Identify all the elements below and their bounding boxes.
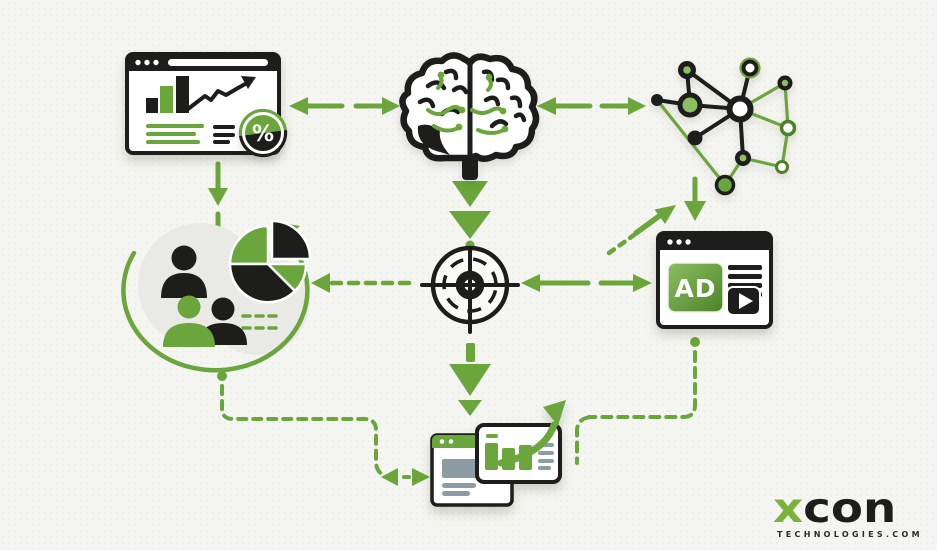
brand-wordmark: xcon [773,488,937,529]
network-nodes [651,57,797,196]
arrow-target-ad [521,274,652,292]
brain-folds [417,68,527,129]
bar-chart-icon [146,76,189,113]
ad-tile: AD [667,262,724,313]
text-lines [146,124,235,144]
person-icon-green [163,295,215,347]
report-front-card [475,423,562,484]
window-header [658,233,771,250]
person-icon-dark-back [161,245,207,298]
path-audience-report [217,371,430,486]
growth-swoosh-arrow [497,400,566,467]
brain-stem [462,155,478,180]
pie-chart-icon [228,219,312,304]
brain-shade [417,124,450,155]
network-graph-icon [651,57,797,196]
arrow-ad-network-diagonal [606,205,676,256]
percent-badge: % [238,108,288,158]
arrow-target-report [449,343,491,416]
percent-text: % [252,122,274,147]
ad-label: AD [674,274,716,303]
performance-report-icon [430,400,566,507]
targeting-crosshair-icon [420,245,520,334]
arrow-network-ad [684,176,706,221]
ad-campaign-icon: AD [656,231,773,329]
arrow-brain-network [537,97,646,115]
analytics-dashboard-icon [125,52,281,155]
path-ad-report [575,337,700,465]
brain-circuits [426,71,509,135]
brand-rest: con [803,484,897,532]
arrow-target-audience [311,273,417,293]
brand-tagline: TECHNOLOGIES.COM [777,530,923,539]
arrow-analytics-brain [289,97,400,115]
brand-logo: xcon TECHNOLOGIES.COM [773,488,923,540]
segment-dashes [241,314,283,330]
brand-x: x [773,484,804,532]
play-button-icon [726,286,761,316]
ai-brain-icon [399,52,540,180]
audience-segmentation-icon [121,219,312,373]
trend-arrow-icon [186,76,256,111]
